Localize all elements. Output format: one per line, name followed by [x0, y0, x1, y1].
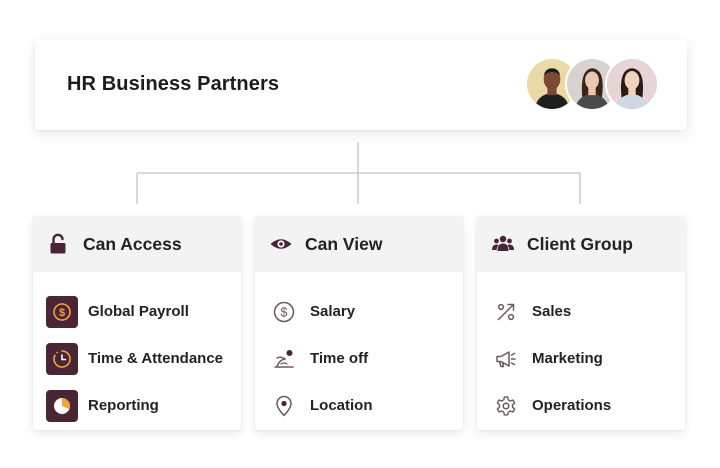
list-item-time-attendance[interactable]: Time & Attendance: [33, 335, 241, 382]
item-label: Global Payroll: [88, 303, 189, 320]
list-item-salary[interactable]: $ Salary: [255, 288, 463, 335]
eye-icon: [269, 232, 293, 256]
card-title: Can Access: [83, 233, 182, 254]
list-item-operations[interactable]: Operations: [477, 382, 685, 429]
megaphone-icon: [490, 343, 522, 375]
group-title: HR Business Partners: [67, 73, 280, 95]
avatar-stack: [525, 57, 665, 113]
clock-icon: [46, 342, 78, 375]
dollar-coin-icon: $: [46, 295, 78, 328]
beach-icon: [268, 343, 300, 375]
list-item-global-payroll[interactable]: $ Global Payroll: [33, 288, 241, 335]
item-label: Salary: [310, 303, 356, 320]
group-icon: [491, 232, 515, 256]
card-header: Can Access: [33, 216, 241, 272]
location-pin-icon: [268, 390, 300, 422]
client-group-card: Client Group Sales: [477, 216, 685, 430]
can-access-card: Can Access $ Global Payroll Time & Atten…: [33, 216, 241, 430]
card-title: Can View: [305, 233, 383, 254]
svg-text:$: $: [281, 305, 288, 319]
can-view-card: Can View $ Salary Time off: [255, 216, 463, 430]
item-label: Reporting: [88, 397, 159, 414]
item-label: Operations: [532, 397, 612, 414]
list-item-reporting[interactable]: Reporting: [33, 382, 241, 429]
card-header: Client Group: [477, 216, 685, 272]
avatar[interactable]: [605, 57, 659, 111]
list-item-sales[interactable]: Sales: [477, 288, 685, 335]
percent-icon: [490, 296, 522, 328]
item-label: Time & Attendance: [88, 350, 224, 367]
card-title: Client Group: [527, 233, 633, 254]
list-item-marketing[interactable]: Marketing: [477, 335, 685, 382]
svg-text:$: $: [59, 307, 65, 319]
gear-icon: [490, 390, 522, 422]
card-header: Can View: [255, 216, 463, 272]
item-label: Location: [310, 397, 373, 414]
dollar-circle-icon: $: [268, 296, 300, 328]
unlock-icon: [47, 232, 71, 256]
person-avatar-3: [607, 59, 657, 109]
item-label: Marketing: [532, 350, 603, 367]
list-item-time-off[interactable]: Time off: [255, 335, 463, 382]
hr-business-partners-card: HR Business Partners: [35, 40, 687, 130]
item-label: Sales: [532, 303, 572, 320]
item-label: Time off: [310, 350, 369, 367]
list-item-location[interactable]: Location: [255, 382, 463, 429]
pie-chart-icon: [46, 389, 78, 422]
